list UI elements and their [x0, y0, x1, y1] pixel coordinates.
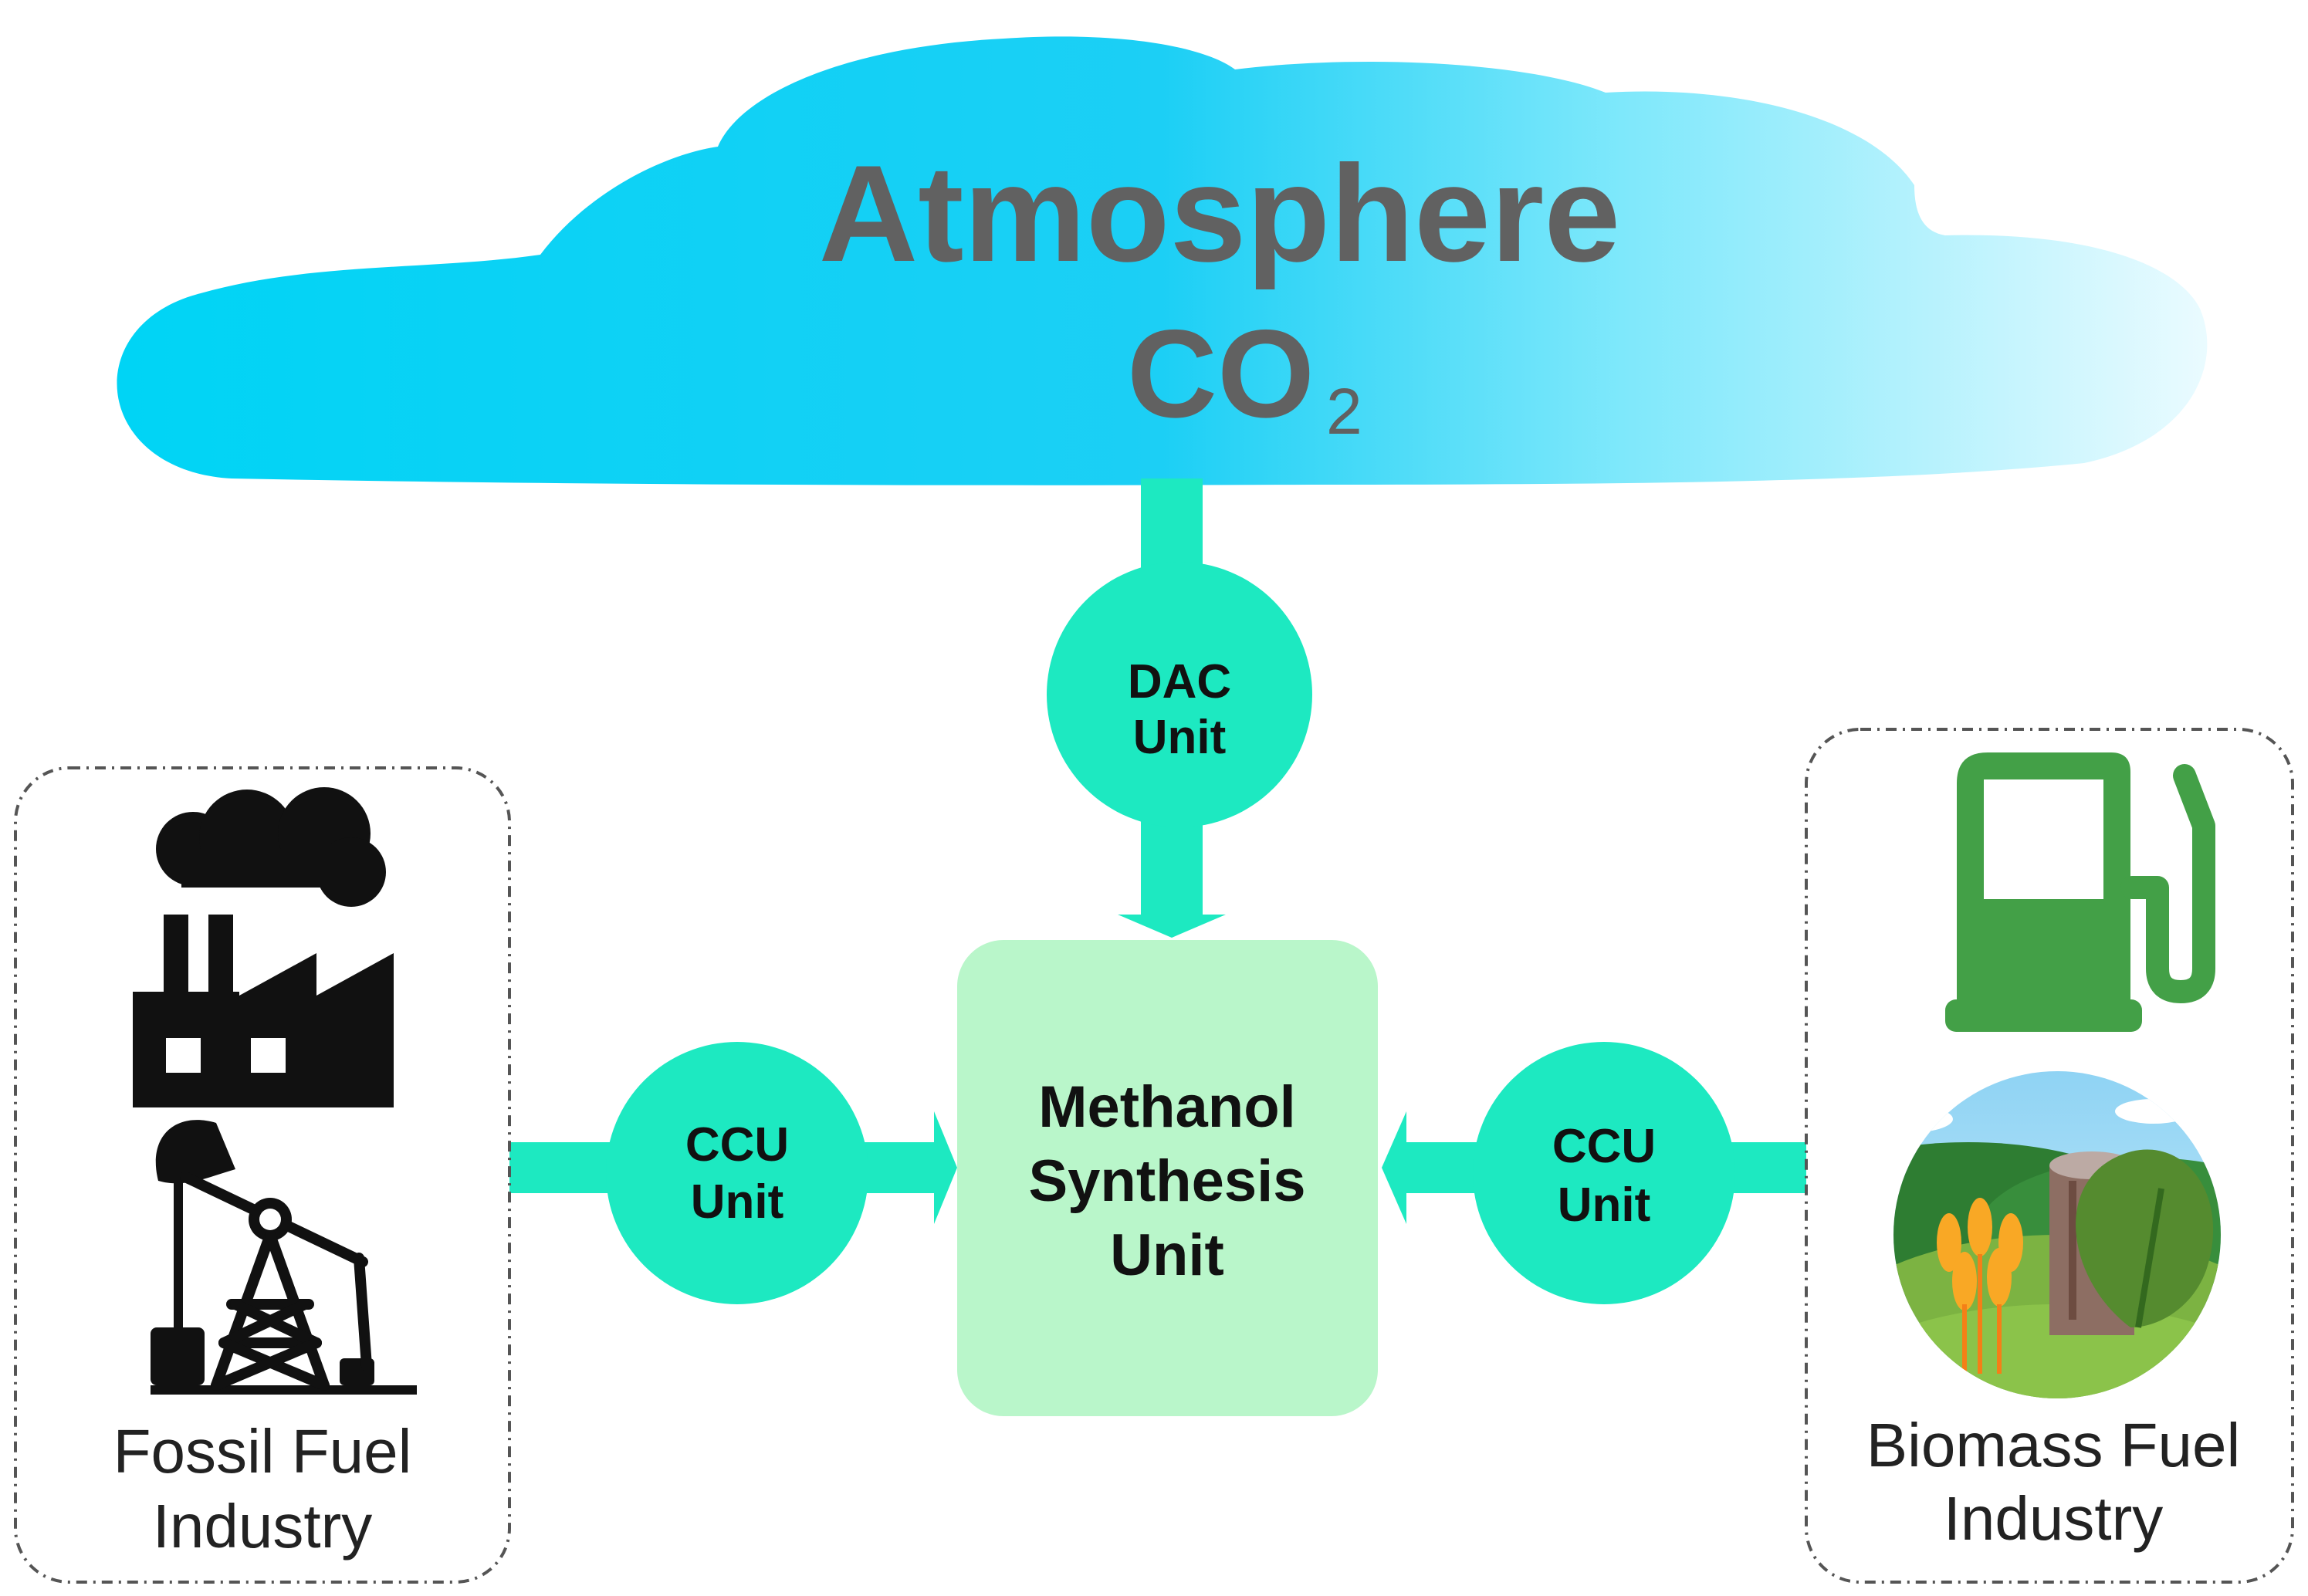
- methanol-line1: Methanol: [1038, 1074, 1296, 1140]
- ccu-unit-left: CCU Unit: [606, 1042, 868, 1304]
- flow-arrows: [509, 478, 1806, 1224]
- ccu-unit-right: CCU Unit: [1473, 1042, 1735, 1304]
- right-flow-b: [1403, 1142, 1477, 1193]
- atmosphere-cloud: [117, 36, 2208, 485]
- factory-icon: [133, 787, 394, 1107]
- atmosphere-title: Atmosphere: [819, 137, 1621, 290]
- methanol-synthesis-unit: Methanol Synthesis Unit: [957, 940, 1378, 1416]
- dac-unit-line1: DAC: [1128, 655, 1231, 708]
- dac-unit-line2: Unit: [1133, 711, 1227, 764]
- fossil-label-line2: Industry: [153, 1492, 373, 1560]
- left-flow-a: [509, 1142, 625, 1193]
- fossil-fuel-panel: Fossil Fuel Industry: [14, 766, 511, 1584]
- fuel-pump-icon: [1945, 752, 2215, 1032]
- fossil-label-line1: Fossil Fuel: [113, 1417, 412, 1486]
- co2-subscript: 2: [1326, 375, 1362, 448]
- biomass-fuel-panel: Biomass Fuel Industry: [1805, 728, 2294, 1584]
- co2-label: CO: [1127, 304, 1315, 444]
- methanol-line2: Synthesis: [1028, 1148, 1305, 1214]
- left-arrow-head: [934, 1111, 957, 1224]
- ccu-left-line1: CCU: [685, 1118, 789, 1172]
- left-flow-b: [857, 1142, 942, 1193]
- ccu-left-line2: Unit: [691, 1175, 784, 1229]
- biomass-label-line1: Biomass Fuel: [1866, 1411, 2241, 1479]
- dac-arrow-head: [1118, 915, 1226, 938]
- right-arrow-head: [1382, 1111, 1406, 1224]
- biomass-label-line2: Industry: [1944, 1484, 2164, 1553]
- oil-pumpjack-icon: [151, 1120, 417, 1395]
- methanol-line3: Unit: [1110, 1222, 1224, 1288]
- dac-unit: DAC Unit: [1047, 562, 1312, 827]
- ccu-right-line2: Unit: [1558, 1178, 1651, 1232]
- ccu-right-line1: CCU: [1552, 1120, 1656, 1173]
